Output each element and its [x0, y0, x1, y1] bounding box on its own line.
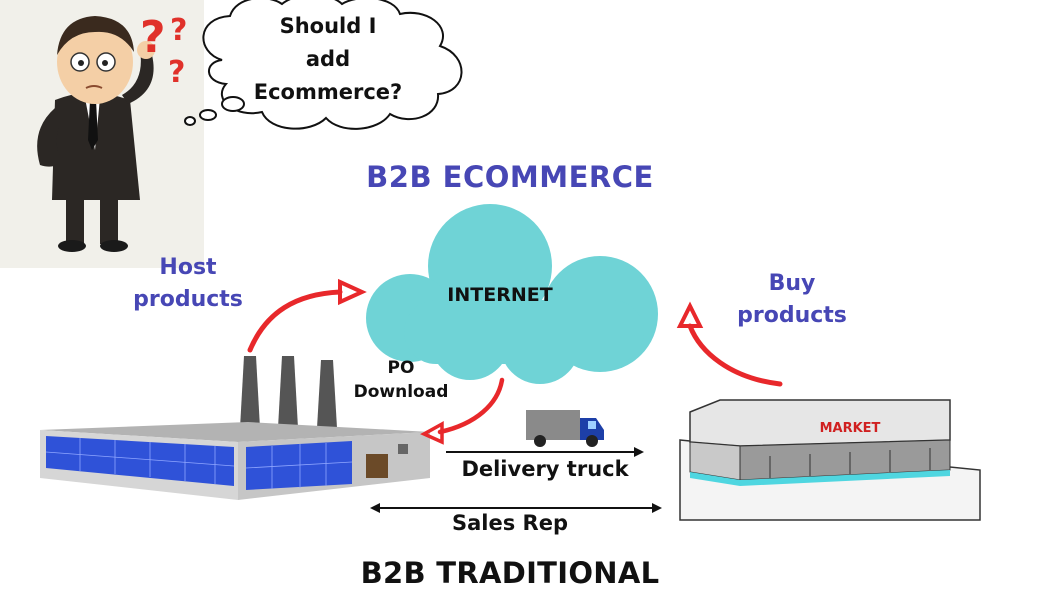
- buy-products-arrowhead: [676, 301, 704, 328]
- buy-label-line-2: products: [737, 303, 847, 328]
- po-label-line-1: PO: [387, 358, 415, 378]
- host-label-line-2: products: [133, 287, 243, 312]
- factory-icon: [40, 356, 430, 500]
- po-download-label: PO Download: [336, 356, 466, 404]
- svg-text:?: ?: [170, 13, 187, 48]
- market-sign: MARKET: [820, 421, 881, 436]
- sales-rep-arrowhead-left: [370, 503, 380, 513]
- internet-cloud-icon: [366, 204, 658, 384]
- delivery-truck-label: Delivery truck: [461, 457, 629, 481]
- bubble-line-1: Should I: [279, 14, 377, 38]
- thought-bubble-icon: [184, 0, 463, 130]
- question-marks-icon: ? ? ?: [140, 12, 187, 90]
- host-products-arrow: [247, 289, 343, 353]
- host-label-line-1: Host: [159, 255, 217, 280]
- buy-products-arrow: [687, 323, 783, 387]
- buy-products-label: Buy products: [722, 268, 862, 332]
- svg-text:?: ?: [140, 12, 166, 63]
- market-store-icon: MARKET: [679, 399, 981, 521]
- sales-rep-label: Sales Rep: [452, 511, 568, 535]
- bubble-line-3: Ecommerce?: [253, 80, 403, 104]
- confused-businessman-icon: [0, 0, 204, 268]
- po-label-line-2: Download: [353, 382, 449, 402]
- thought-bubble-text: Should I add Ecommerce?: [238, 10, 418, 109]
- b2b-traditional-title: B2B TRADITIONAL: [360, 556, 660, 590]
- delivery-truck-icon: [526, 410, 604, 447]
- b2b-ecommerce-title: B2B ECOMMERCE: [366, 160, 654, 194]
- internet-label: INTERNET: [447, 284, 553, 306]
- host-products-arrowhead: [338, 278, 367, 306]
- host-products-label: Host products: [118, 252, 258, 316]
- buy-label-line-1: Buy: [768, 271, 816, 296]
- po-download-arrow: [437, 377, 505, 435]
- po-download-arrowhead: [420, 421, 444, 445]
- svg-text:?: ?: [168, 55, 185, 90]
- bubble-line-2: add: [305, 47, 351, 71]
